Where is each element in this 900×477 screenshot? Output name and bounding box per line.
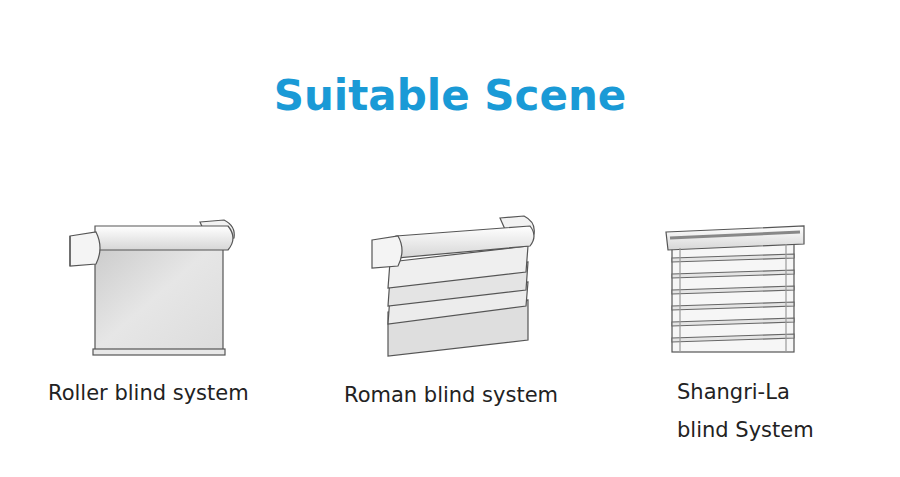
product-label: Roman blind system — [344, 376, 644, 414]
roller-blind — [70, 220, 234, 355]
product-label: Roller blind system — [48, 374, 348, 412]
product-label: Shangri-La blind System — [677, 373, 847, 449]
roman-blind — [372, 216, 534, 356]
page-title: Suitable Scene — [0, 68, 900, 124]
shangri-la-blind — [666, 226, 804, 352]
